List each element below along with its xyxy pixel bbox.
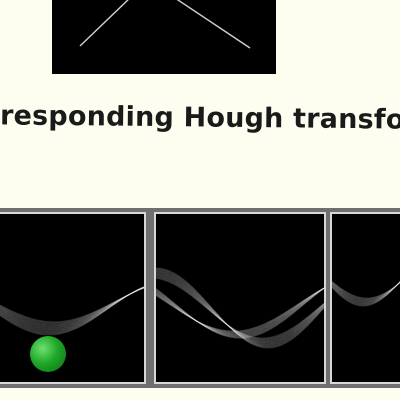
hough-3-curve	[332, 281, 400, 302]
hough-1-curve	[0, 287, 144, 329]
hough-3-curve	[332, 281, 400, 303]
hough-1-curve	[0, 287, 144, 323]
hough-1-curve	[0, 287, 144, 324]
hough-2b-curve	[156, 287, 324, 337]
hough-2a-curve	[156, 269, 324, 347]
hough-3-curve	[332, 281, 400, 303]
green-ball-cursor-icon	[30, 336, 66, 372]
hough-1-curve	[0, 286, 144, 330]
hough-3-curve	[332, 281, 400, 300]
hough-3-curve	[332, 281, 400, 300]
hough-3-curve	[332, 281, 400, 299]
hough-2a-curve	[156, 274, 324, 342]
hough-2a-curve	[156, 275, 324, 342]
hough-1-curve	[0, 287, 144, 326]
source-line-right	[176, 0, 251, 49]
hough-2a-curve	[156, 268, 324, 348]
hough-1-curve	[0, 287, 144, 328]
hough-2b-curve	[156, 287, 324, 337]
hough-1-curve	[0, 286, 144, 334]
source-lines-graphic	[79, 0, 251, 49]
hough-panel-2[interactable]	[150, 208, 330, 388]
hough-2b-curve	[156, 287, 324, 336]
hough-1-curve	[0, 286, 144, 335]
hough-3-curve	[332, 281, 400, 305]
hough-2b-curve	[156, 287, 324, 339]
hough-2a-curve	[156, 270, 324, 346]
source-image	[52, 0, 276, 74]
hough-2b-curve	[156, 287, 324, 338]
hough-panel-1-image	[0, 212, 146, 384]
hough-2b-curve	[156, 287, 324, 334]
hough-1-curve	[0, 286, 144, 331]
hough-2a-curve	[156, 268, 324, 348]
hough-3-curve	[332, 280, 400, 307]
hough-2b-curve	[156, 287, 324, 333]
hough-3-curve	[332, 280, 400, 306]
hough-2b-curve	[156, 287, 324, 332]
hough-2a-curve	[156, 277, 324, 339]
hough-curves-3	[332, 280, 400, 307]
source-line-left	[79, 0, 129, 47]
hough-1-curve	[0, 287, 144, 324]
hough-1-curve	[0, 286, 144, 332]
hough-2b-curve	[156, 287, 324, 334]
hough-panel-2-image	[154, 212, 326, 384]
hough-3-curve	[332, 281, 400, 304]
hough-1-curve	[0, 286, 144, 334]
hough-2b-curve	[156, 287, 324, 333]
hough-panel-3[interactable]	[326, 208, 400, 388]
hough-2a-curve	[156, 270, 324, 346]
hough-3-curve	[332, 281, 400, 302]
hough-2a-curve	[156, 272, 324, 344]
hough-panel-3-image	[330, 212, 400, 384]
hough-curves-2	[156, 267, 324, 349]
hough-2b-curve	[156, 287, 324, 338]
hough-1-curve	[0, 287, 144, 327]
hough-curves-1	[0, 286, 144, 336]
hough-1-curve	[0, 286, 144, 331]
hough-3-curve	[332, 281, 400, 304]
hough-3-curve	[332, 281, 400, 306]
hough-2a-curve	[156, 277, 324, 340]
hough-caption: orresponding Hough transfo	[0, 100, 400, 136]
hough-panel-1[interactable]	[0, 208, 150, 388]
hough-2b-curve	[156, 287, 324, 336]
hough-panel-row	[0, 208, 400, 400]
hough-2b-curve	[156, 287, 324, 335]
hough-1-curve	[0, 287, 144, 328]
hough-2a-curve	[156, 273, 324, 344]
hough-2a-curve	[156, 271, 324, 345]
hough-1-curve	[0, 286, 144, 333]
hough-2b-curve	[156, 288, 324, 339]
hough-2a-curve	[156, 273, 324, 343]
hough-2a-curve	[156, 276, 324, 340]
hough-3-curve	[332, 281, 400, 301]
hough-2b-curve	[156, 287, 324, 333]
hough-2a-curve	[156, 275, 324, 341]
hough-2a-curve	[156, 267, 324, 349]
hough-2b-curve	[156, 287, 324, 335]
hough-1-curve	[0, 286, 144, 336]
hough-1-curve	[0, 287, 144, 325]
